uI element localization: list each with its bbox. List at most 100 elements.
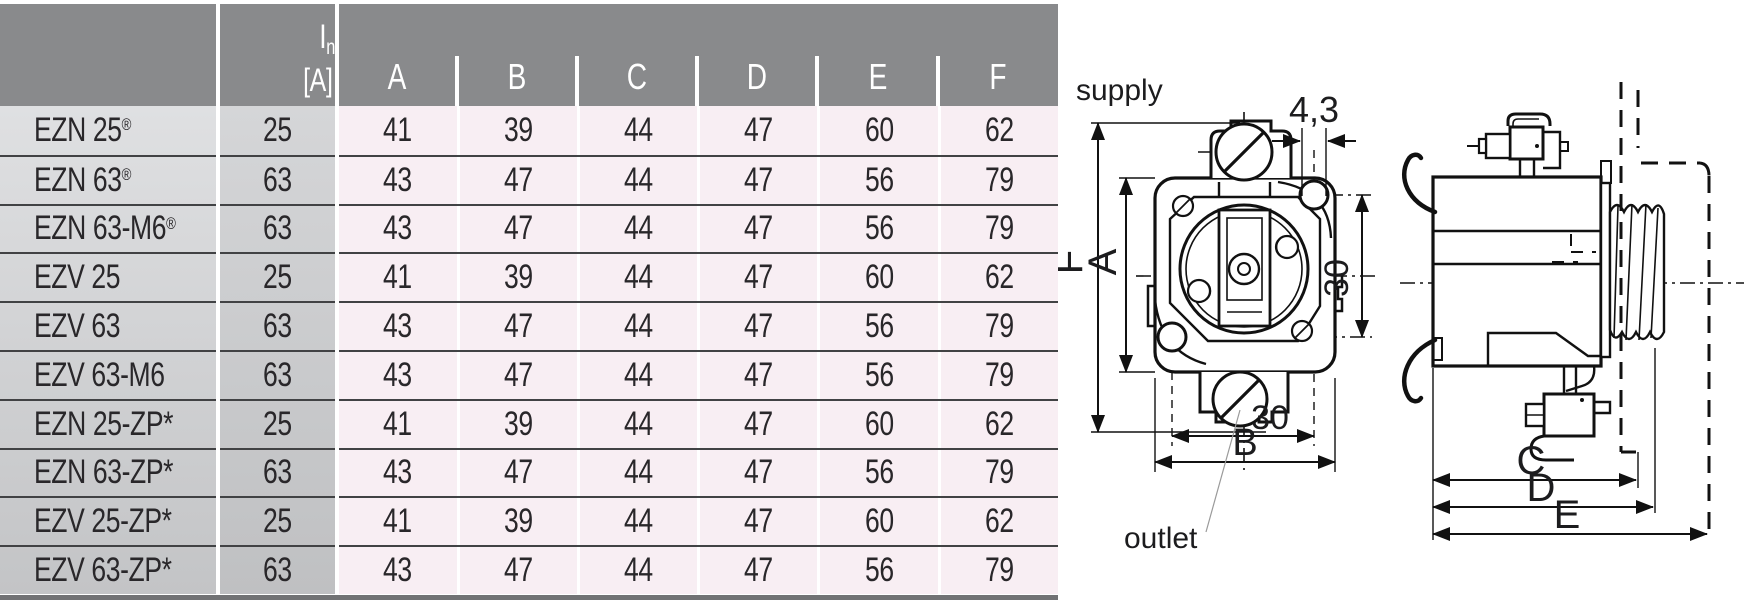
product-name: EZV 25-ZP* xyxy=(34,502,172,541)
cell-value: 39 xyxy=(504,110,533,149)
cell-product-name: EZN 63-ZP* xyxy=(0,450,218,497)
cell-value: 47 xyxy=(744,110,773,149)
cell-value: 79 xyxy=(985,453,1014,492)
cell-dim-a: 41 xyxy=(337,254,457,302)
cell-value: 79 xyxy=(985,551,1014,590)
table-header-row: In [A] A B C D E F xyxy=(0,4,1058,106)
cell-value: 44 xyxy=(624,110,653,149)
table-row: EZN 25® 25 41 39 44 47 60 62 xyxy=(0,106,1058,155)
cell-value: 56 xyxy=(864,209,894,248)
cell-dim-f: 62 xyxy=(938,400,1058,448)
cell-value: 56 xyxy=(864,160,894,199)
cell-dim-e: 60 xyxy=(817,498,938,546)
dim-30-vertical-label: 30 xyxy=(1318,259,1356,297)
cell-dim-c: 44 xyxy=(577,205,697,253)
table-row: EZV 63-M6 63 43 47 44 47 56 79 xyxy=(0,349,1058,399)
cell-product-name: EZV 63-M6 xyxy=(0,352,218,399)
dim-4-3-label: 4,3 xyxy=(1289,89,1339,130)
table-row: EZN 63® 63 43 47 44 47 56 79 xyxy=(0,154,1058,204)
cell-product-name: EZN 25® xyxy=(0,106,218,155)
cell-dim-c: 44 xyxy=(577,254,697,302)
cell-dim-d: 47 xyxy=(697,449,817,497)
cell-product-name: EZV 63 xyxy=(0,303,218,350)
cell-dim-a: 43 xyxy=(337,156,457,204)
cell-dim-f: 79 xyxy=(938,547,1058,594)
table-row: EZN 63-M6® 63 43 47 44 47 56 79 xyxy=(0,203,1058,253)
cell-dim-a: 43 xyxy=(337,351,457,399)
cell-value: 47 xyxy=(504,551,533,590)
table-row: EZV 25 25 41 39 44 47 60 62 xyxy=(0,252,1058,302)
cell-dim-b: 47 xyxy=(457,351,577,399)
cell-dim-f: 79 xyxy=(938,449,1058,497)
dim-b-label: B xyxy=(1232,422,1257,464)
table-row: EZN 63-ZP* 63 43 47 44 47 56 79 xyxy=(0,447,1058,497)
cell-dim-d: 47 xyxy=(697,205,817,253)
cell-value: 63 xyxy=(263,307,292,346)
cell-value: 62 xyxy=(985,404,1014,443)
product-name: EZN 63-M6 xyxy=(34,209,167,248)
cell-rated-current: 63 xyxy=(218,547,337,594)
cell-value: 47 xyxy=(744,209,773,248)
cell-dim-f: 79 xyxy=(938,351,1058,399)
cell-dim-b: 47 xyxy=(457,449,577,497)
product-name: EZN 25 xyxy=(34,110,122,149)
technical-drawings: supply 4,3 F A 30 30 B outlet xyxy=(1047,0,1747,600)
cell-value: 44 xyxy=(624,160,653,199)
cell-dim-a: 43 xyxy=(337,547,457,594)
cell-dim-f: 79 xyxy=(938,303,1058,350)
cell-value: 47 xyxy=(744,160,773,199)
cell-value: 44 xyxy=(624,551,653,590)
cell-dim-c: 44 xyxy=(577,547,697,594)
cell-value: 43 xyxy=(382,307,412,346)
drawing-canvas: supply 4,3 F A 30 30 B outlet xyxy=(1047,74,1744,555)
cell-value: 43 xyxy=(382,209,412,248)
header-dim-c: C xyxy=(575,4,697,106)
cell-dim-c: 44 xyxy=(577,303,697,350)
cell-value: 79 xyxy=(985,160,1014,199)
cell-dim-e: 60 xyxy=(817,400,938,448)
cell-value: 25 xyxy=(263,110,292,149)
product-name: EZV 63-M6 xyxy=(34,355,165,394)
registered-trademark-symbol: ® xyxy=(121,165,132,185)
cell-value: 44 xyxy=(624,355,653,394)
cell-dim-f: 79 xyxy=(938,205,1058,253)
cell-rated-current: 63 xyxy=(218,303,337,350)
table-row: EZV 63 63 43 47 44 47 56 79 xyxy=(0,301,1058,350)
cell-dim-a: 41 xyxy=(337,498,457,546)
header-dim-a: A xyxy=(387,56,407,97)
cell-dim-e: 60 xyxy=(817,106,938,155)
cell-dim-e: 56 xyxy=(817,351,938,399)
cell-dim-d: 47 xyxy=(697,547,817,594)
dim-e-label: E xyxy=(1554,493,1581,537)
cell-dim-f: 62 xyxy=(938,254,1058,302)
cell-value: 39 xyxy=(504,502,533,541)
dim-a-label: A xyxy=(1081,248,1125,275)
cell-dim-d: 47 xyxy=(697,303,817,350)
current-symbol: In xyxy=(319,17,335,60)
cell-dim-c: 44 xyxy=(577,106,697,155)
dimensions-table: In [A] A B C D E F EZN 25® 25 41 39 44 4… xyxy=(0,4,1058,600)
cell-dim-c: 44 xyxy=(577,351,697,399)
cell-dim-e: 56 xyxy=(817,303,938,350)
cell-dim-b: 47 xyxy=(457,547,577,594)
cell-dim-d: 47 xyxy=(697,400,817,448)
cell-dim-b: 39 xyxy=(457,498,577,546)
header-rated-current: In [A] xyxy=(218,7,337,109)
header-dim-f: F xyxy=(936,4,1058,106)
cell-dim-b: 39 xyxy=(457,400,577,448)
cell-dim-d: 47 xyxy=(697,498,817,546)
cell-value: 79 xyxy=(985,307,1014,346)
cell-value: 62 xyxy=(985,110,1014,149)
header-dim-d: D xyxy=(695,4,817,106)
cell-dim-c: 44 xyxy=(577,156,697,204)
dim-c-label: C xyxy=(1517,439,1546,483)
table-row: EZV 63-ZP* 63 43 47 44 47 56 79 xyxy=(0,545,1058,594)
registered-trademark-symbol: ® xyxy=(121,115,132,135)
cell-rated-current: 63 xyxy=(218,352,337,399)
cell-value: 43 xyxy=(382,355,412,394)
product-name: EZN 63 xyxy=(34,160,122,199)
table-bottom-bar xyxy=(0,595,1058,600)
cell-rated-current: 25 xyxy=(218,106,337,155)
cell-value: 62 xyxy=(985,258,1014,297)
cell-value: 47 xyxy=(744,355,773,394)
